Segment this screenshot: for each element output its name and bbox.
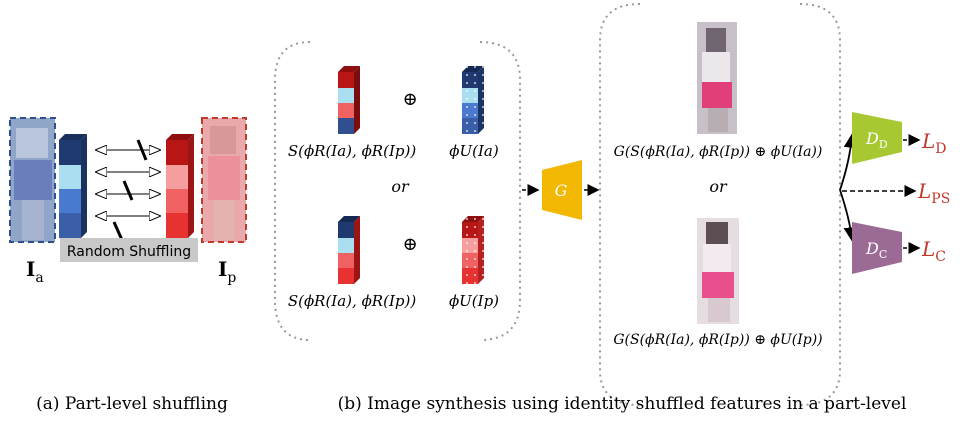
generator-block [542,160,582,220]
panel-b: ⊕ S(ϕR(Ia), ϕR(Ip)) ϕU(Ia) or ⊕ [274,3,950,414]
shuffled-stack-top [338,66,360,134]
generator-label: G [555,181,568,200]
oplus-bottom: ⊕ [402,234,417,255]
unrelated-feature-stack-a [462,66,484,134]
generated-image-bottom [697,218,739,324]
anchor-feature-stack [59,134,87,238]
arrow-to-dc [839,189,858,242]
loss-d-label: LD [921,129,947,157]
shuffled-stack-bottom [338,216,360,284]
dd-label: DD [865,129,888,151]
discriminator-class [852,222,902,274]
or-left: or [391,177,410,196]
caption-b: (b) Image synthesis using identity shuff… [338,394,907,414]
shuffle-formula-top: S(ϕR(Ia), ϕR(Ip)) [288,142,417,160]
loss-ps-label: LPS [917,179,950,207]
unrelated-feature-stack-p [462,216,484,284]
or-right: or [709,177,728,196]
panel-a: Random Shuffling Ia Ip (a) Part-level sh… [9,117,247,414]
discriminator-domain [852,112,902,164]
positive-feature-stack [166,134,194,238]
arrow-to-dd [839,133,859,191]
anchor-image-label: Ia [26,257,44,286]
phi-u-a-label: ϕU(Ia) [449,142,499,160]
random-shuffling-box [60,238,198,262]
oplus-top: ⊕ [402,89,417,110]
phi-u-p-label: ϕU(Ip) [449,292,499,310]
shuffle-arrows [96,139,160,241]
positive-image-label: Ip [218,257,236,286]
dc-label: DC [865,239,887,261]
caption-a: (a) Part-level shuffling [36,394,228,414]
anchor-image [9,117,56,243]
positive-image [201,117,247,243]
generated-output-top-label: G(S(ϕR(Ia), ϕR(Ip)) ⊕ ϕU(Ia)) [614,144,823,160]
left-bracket-open [274,41,311,341]
loss-c-label: LC [921,237,946,265]
generated-image-top [697,22,737,134]
shuffle-formula-bottom: S(ϕR(Ia), ϕR(Ip)) [288,292,417,310]
generated-output-bottom-label: G(S(ϕR(Ia), ϕR(Ip)) ⊕ ϕU(Ip)) [613,332,822,348]
random-shuffling-label: Random Shuffling [67,244,191,260]
